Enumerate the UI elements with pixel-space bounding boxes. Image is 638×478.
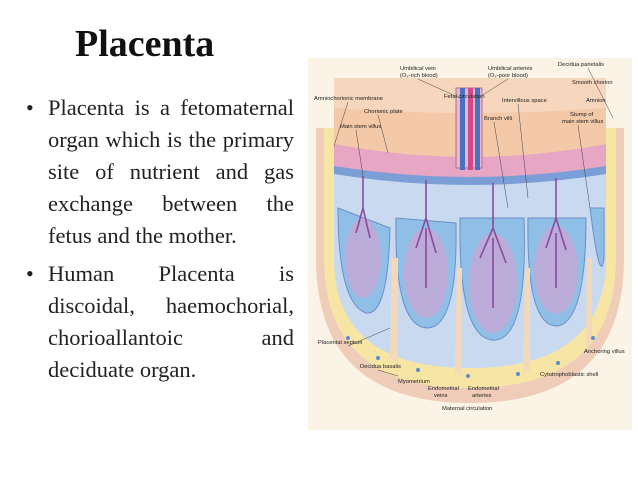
label-cytotrophoblastic-shell: Cytotrophoblastic shell bbox=[540, 372, 598, 378]
label-fetal-circulation: Fetal circulation bbox=[444, 94, 485, 100]
label-branch-villi: Branch villi bbox=[484, 116, 512, 122]
label-maternal-circulation: Maternal circulation bbox=[442, 406, 492, 412]
label-placental-septum: Placental septum bbox=[318, 340, 363, 346]
label-decidua-basalis: Decidua basalis bbox=[360, 364, 401, 370]
label-amniochorionic-membrane: Amniochorionic membrane bbox=[314, 96, 383, 102]
label-decidua-parietalis: Decidua parietalis bbox=[558, 62, 604, 68]
stem-villi bbox=[355, 176, 567, 308]
label-umbilical-vein: Umbilical vein bbox=[400, 66, 436, 72]
label-endometrial-veins: Endometrial bbox=[428, 386, 459, 392]
label-stump-2: main stem villus bbox=[562, 119, 603, 125]
bullet-list: Placenta is a fetomaternal organ which i… bbox=[24, 92, 294, 392]
chorionic-vessels bbox=[334, 166, 606, 185]
label-umbilical-arteries: Umbilical arteries bbox=[488, 66, 533, 72]
slide-title: Placenta bbox=[75, 23, 215, 65]
umbilical-cord bbox=[455, 87, 483, 170]
maternal-vessels bbox=[346, 336, 595, 378]
leader-lines bbox=[333, 67, 614, 377]
diagram-labels: Umbilical vein (O₂-rich blood) Umbilical… bbox=[314, 62, 625, 412]
label-stump: Stump of bbox=[570, 112, 594, 118]
label-amnion: Amnion bbox=[586, 98, 606, 104]
label-endometrial-arteries-2: arteries bbox=[472, 393, 491, 399]
label-chorionic-plate: Chorionic plate bbox=[364, 109, 403, 115]
bullet-item: Human Placenta is discoidal, haemochoria… bbox=[24, 258, 294, 386]
placenta-diagram: Umbilical vein (O₂-rich blood) Umbilical… bbox=[308, 58, 632, 430]
label-endometrial-arteries: Endometrial bbox=[468, 386, 499, 392]
label-smooth-chorion: Smooth chorion bbox=[572, 80, 613, 86]
label-umbilical-arteries-sub: (O₂-poor blood) bbox=[488, 73, 528, 79]
label-intervillous-space: Intervillous space bbox=[502, 98, 547, 104]
bullet-item: Placenta is a fetomaternal organ which i… bbox=[24, 92, 294, 252]
label-umbilical-vein-sub: (O₂-rich blood) bbox=[400, 73, 438, 79]
label-main-stem-villus: Main stem villus bbox=[340, 124, 381, 130]
label-endometrial-veins-2: veins bbox=[434, 393, 448, 399]
placental-septa bbox=[390, 258, 592, 376]
label-anchoring-villus: Anchoring villus bbox=[584, 349, 625, 355]
label-myometrium: Myometrium bbox=[398, 379, 430, 385]
